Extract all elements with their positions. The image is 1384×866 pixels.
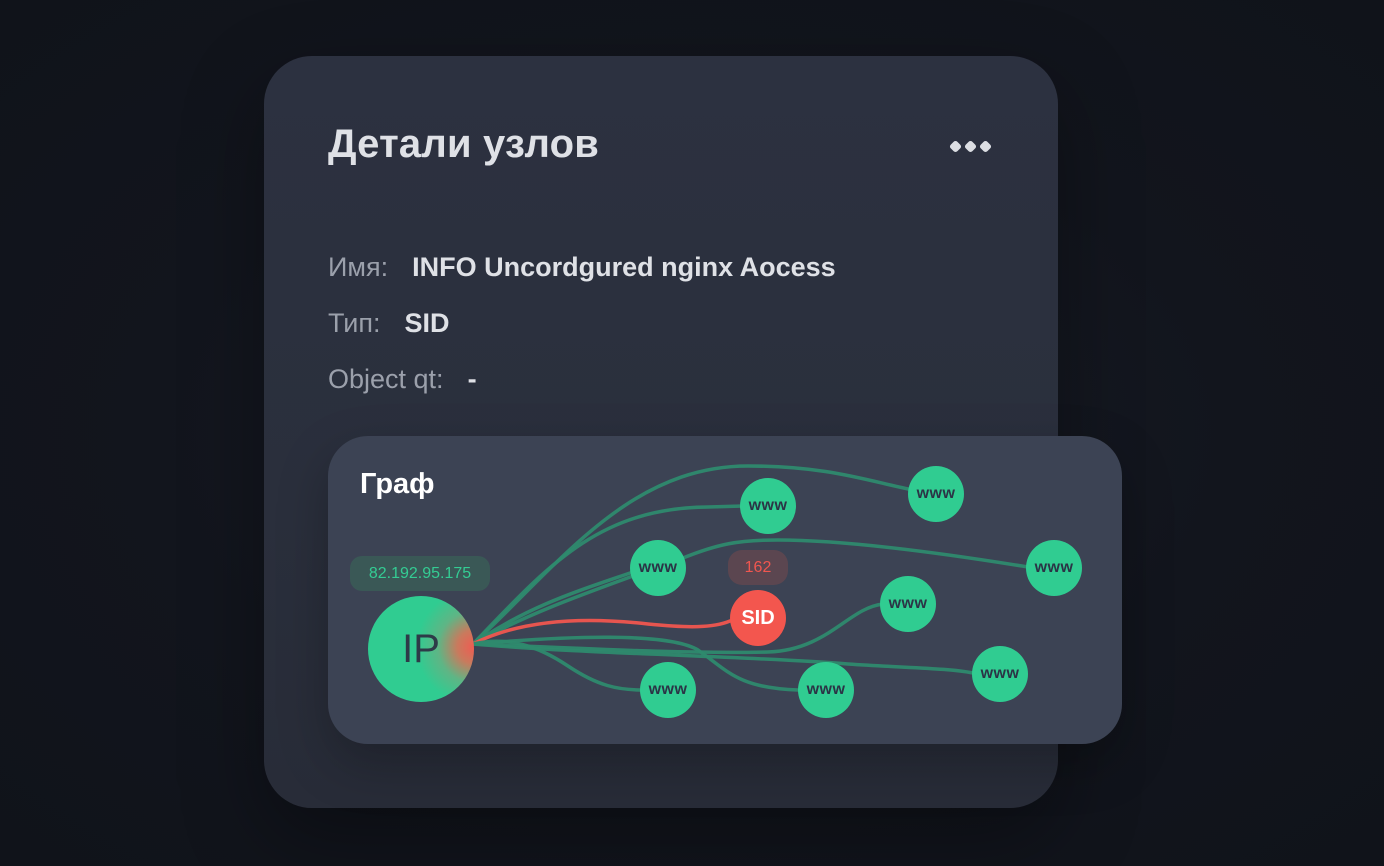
details-list: Имя: INFO Uncordgured nginx Aocess Тип: …	[328, 252, 836, 420]
graph-node-www[interactable]: www	[880, 576, 936, 632]
detail-label: Object qt:	[328, 364, 444, 394]
graph-edge	[471, 602, 885, 655]
graph-edge	[471, 635, 800, 692]
graph-node-www[interactable]: www	[972, 646, 1028, 702]
graph-edge	[681, 538, 1030, 569]
graph-node-www[interactable]: www	[908, 466, 964, 522]
detail-value: SID	[404, 308, 450, 338]
detail-label: Имя:	[328, 252, 389, 282]
graph-node-www[interactable]: www	[640, 662, 696, 718]
graph-node-sid[interactable]: SID	[730, 590, 786, 646]
graph-node-www[interactable]: www	[1026, 540, 1082, 596]
graph-node-www[interactable]: www	[740, 478, 796, 534]
graph-node-www[interactable]: www	[630, 540, 686, 596]
detail-value: INFO Uncordgured nginx Aocess	[412, 252, 836, 282]
graph-edge	[471, 642, 975, 675]
sid-count-badge: 162	[728, 550, 788, 585]
graph-title: Граф	[360, 468, 435, 500]
graph-edge	[471, 570, 635, 646]
ip-address-badge: 82.192.95.175	[350, 556, 490, 591]
detail-row-object-qt: Object qt: -	[328, 364, 836, 420]
graph-panel: Граф 82.192.95.175 IP 162 SID www www ww…	[328, 436, 1122, 744]
more-horizontal-icon	[978, 139, 992, 153]
more-horizontal-icon	[963, 139, 977, 153]
more-horizontal-icon	[948, 139, 962, 153]
card-title: Детали узлов	[328, 122, 600, 166]
graph-node-ip[interactable]: IP	[368, 596, 474, 702]
detail-row-name: Имя: INFO Uncordgured nginx Aocess	[328, 252, 836, 308]
detail-value: -	[467, 364, 477, 394]
detail-label: Тип:	[328, 308, 381, 338]
graph-node-www[interactable]: www	[798, 662, 854, 718]
graph-edge-alert	[471, 618, 732, 646]
graph-edges	[471, 464, 1030, 692]
detail-row-type: Тип: SID	[328, 308, 836, 364]
graph-edge	[471, 504, 745, 646]
more-options-button[interactable]	[944, 134, 996, 158]
